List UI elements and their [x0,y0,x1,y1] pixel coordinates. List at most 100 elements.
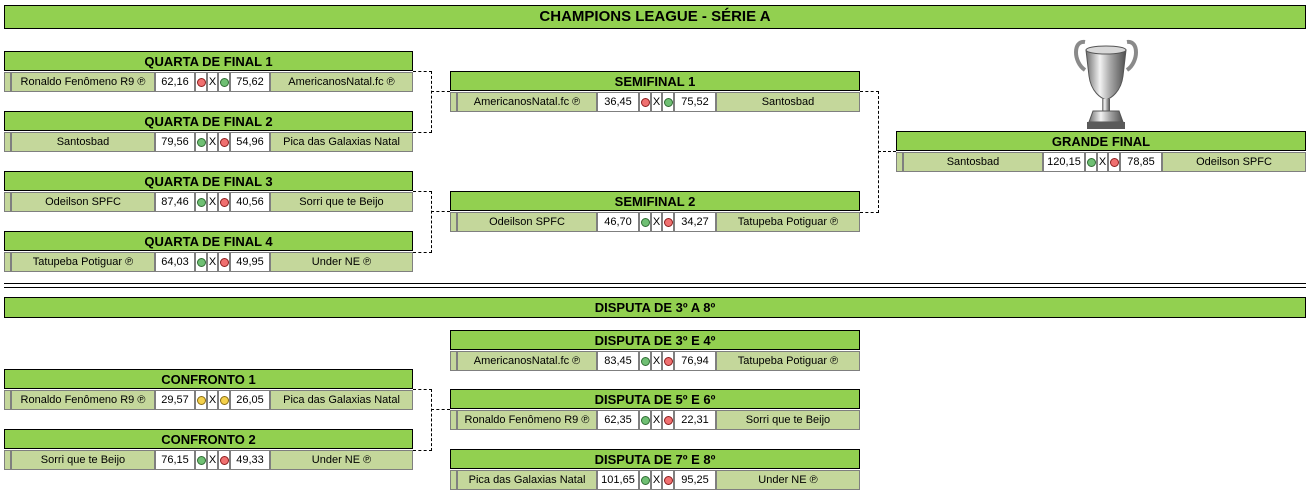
match-row: AmericanosNatal.fc ℗ 36,45 X 75,52 Santo… [450,92,860,112]
match-row: AmericanosNatal.fc ℗ 83,45 X 76,94 Tatup… [450,351,860,371]
versus-mark: X [651,212,662,232]
home-team: AmericanosNatal.fc ℗ [457,92,597,112]
page-title: CHAMPIONS LEAGUE - SÉRIE A [4,5,1306,29]
result-dot-icon [196,456,206,465]
home-team: Odeilson SPFC [11,192,155,212]
match-placement-5-6: DISPUTA DE 5º E 6º Ronaldo Fenômeno R9 ℗… [450,389,860,430]
away-team: Under NE ℗ [716,470,860,490]
match-row: Tatupeba Potiguar ℗ 64,03 X 49,95 Under … [4,252,413,272]
result-dot-icon [219,456,229,465]
match-row: Ronaldo Fenômeno R9 ℗ 62,16 X 75,62 Amer… [4,72,413,92]
away-score: 40,56 [230,192,270,212]
versus-mark: X [207,192,218,212]
away-team: Tatupeba Potiguar ℗ [716,212,860,232]
home-team: Ronaldo Fenômeno R9 ℗ [11,72,155,92]
home-score: 64,03 [155,252,195,272]
match-title: DISPUTA DE 7º E 8º [450,449,860,469]
bracket-connector [413,389,432,451]
bracket-connector [878,151,896,152]
match-title: QUARTA DE FINAL 2 [4,111,413,131]
result-dot-icon [663,476,673,485]
result-dot-icon [1086,158,1096,167]
home-score: 87,46 [155,192,195,212]
match-title: SEMIFINAL 1 [450,71,860,91]
away-team: Santosbad [716,92,860,112]
match-title: GRANDE FINAL [896,131,1306,151]
result-dot-icon [219,198,229,207]
match-quarterfinal-2: QUARTA DE FINAL 2 Santosbad 79,56 X 54,9… [4,111,413,152]
bracket-connector [431,91,450,92]
match-row: Ronaldo Fenômeno R9 ℗ 29,57 X 26,05 Pica… [4,390,413,410]
section-divider [4,287,1306,288]
bracket-connector [413,191,432,253]
result-dot-icon [640,476,650,485]
match-semifinal-1: SEMIFINAL 1 AmericanosNatal.fc ℗ 36,45 X… [450,71,860,112]
match-row: Sorri que te Beijo 76,15 X 49,33 Under N… [4,450,413,470]
bracket-connector [413,71,432,133]
result-dot-icon [663,98,673,107]
section-divider [4,283,1306,284]
versus-mark: X [207,450,218,470]
versus-mark: X [207,252,218,272]
home-team: Santosbad [11,132,155,152]
match-row: Odeilson SPFC 46,70 X 34,27 Tatupeba Pot… [450,212,860,232]
versus-mark: X [651,410,662,430]
away-score: 22,31 [674,410,716,430]
match-title: DISPUTA DE 3º E 4º [450,330,860,350]
away-score: 75,52 [674,92,716,112]
result-dot-icon [640,416,650,425]
home-score: 29,57 [155,390,195,410]
bracket-connector [431,409,450,410]
home-team: Tatupeba Potiguar ℗ [11,252,155,272]
result-dot-icon [196,78,206,87]
away-score: 95,25 [674,470,716,490]
away-score: 76,94 [674,351,716,371]
match-row: Santosbad 120,15 X 78,85 Odeilson SPFC [896,152,1306,172]
match-title: CONFRONTO 2 [4,429,413,449]
home-team: Pica das Galaxias Natal [457,470,597,490]
away-team: Pica das Galaxias Natal [270,132,413,152]
result-dot-icon [219,78,229,87]
versus-mark: X [1097,152,1108,172]
result-dot-icon [196,198,206,207]
home-score: 46,70 [597,212,639,232]
match-title: DISPUTA DE 5º E 6º [450,389,860,409]
match-title: QUARTA DE FINAL 1 [4,51,413,71]
match-grand-final: GRANDE FINAL Santosbad 120,15 X 78,85 Od… [896,131,1306,172]
home-score: 101,65 [597,470,639,490]
away-score: 49,33 [230,450,270,470]
match-row: Santosbad 79,56 X 54,96 Pica das Galaxia… [4,132,413,152]
versus-mark: X [207,72,218,92]
away-team: Sorri que te Beijo [270,192,413,212]
result-dot-icon [640,98,650,107]
away-team: Odeilson SPFC [1162,152,1306,172]
away-score: 26,05 [230,390,270,410]
away-team: Under NE ℗ [270,252,413,272]
away-team: Sorri que te Beijo [716,410,860,430]
result-dot-icon [1109,158,1119,167]
home-score: 62,16 [155,72,195,92]
home-score: 83,45 [597,351,639,371]
home-team: AmericanosNatal.fc ℗ [457,351,597,371]
versus-mark: X [207,132,218,152]
home-score: 62,35 [597,410,639,430]
home-team: Ronaldo Fenômeno R9 ℗ [457,410,597,430]
away-score: 49,95 [230,252,270,272]
versus-mark: X [651,470,662,490]
result-dot-icon [196,138,206,147]
home-score: 79,56 [155,132,195,152]
away-score: 34,27 [674,212,716,232]
result-dot-icon [219,138,229,147]
home-score: 76,15 [155,450,195,470]
match-title: QUARTA DE FINAL 4 [4,231,413,251]
match-confronto-1: CONFRONTO 1 Ronaldo Fenômeno R9 ℗ 29,57 … [4,369,413,410]
match-quarterfinal-4: QUARTA DE FINAL 4 Tatupeba Potiguar ℗ 64… [4,231,413,272]
section-title: DISPUTA DE 3º A 8º [4,297,1306,318]
result-dot-icon [663,416,673,425]
versus-mark: X [651,92,662,112]
result-dot-icon [663,357,673,366]
trophy-icon [1074,40,1138,129]
match-title: QUARTA DE FINAL 3 [4,171,413,191]
match-title: SEMIFINAL 2 [450,191,860,211]
match-title: CONFRONTO 1 [4,369,413,389]
